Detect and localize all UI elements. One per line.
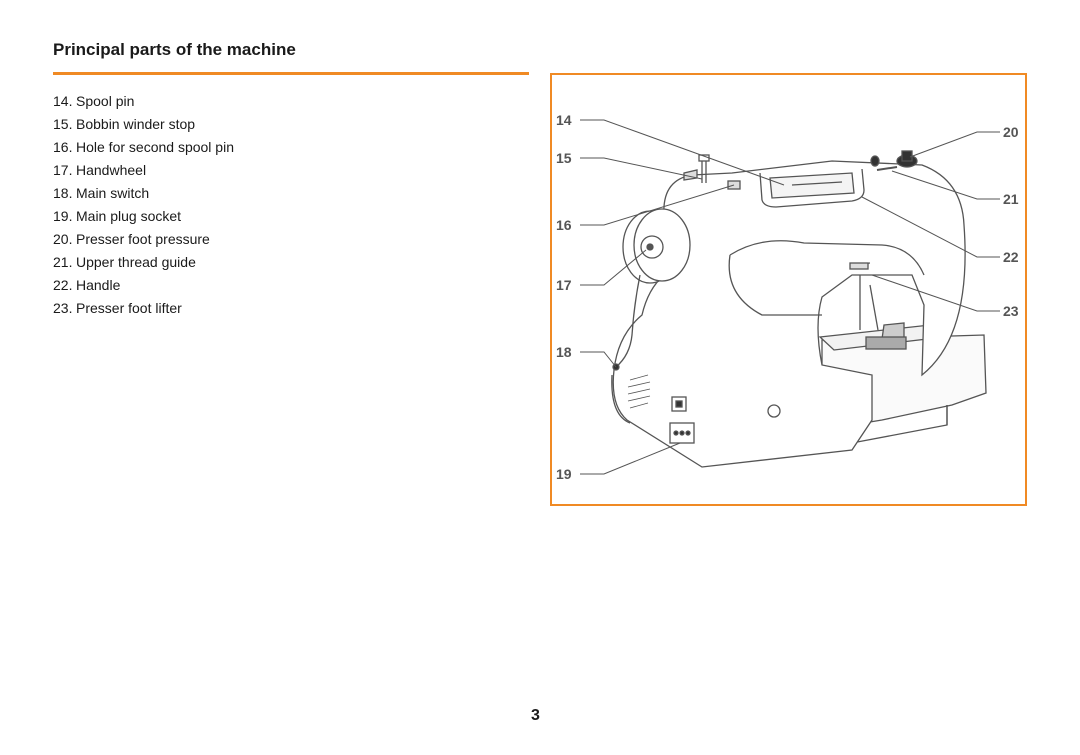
list-item: 22.Handle: [53, 274, 234, 297]
part-label: Presser foot lifter: [76, 300, 182, 316]
callout-18: 18: [556, 344, 572, 360]
list-item: 23.Presser foot lifter: [53, 297, 234, 320]
callout-21: 21: [1003, 191, 1019, 207]
part-label: Handle: [76, 277, 121, 293]
part-number: 14.: [53, 93, 73, 109]
part-label: Presser foot pressure: [76, 231, 210, 247]
callout-22: 22: [1003, 249, 1019, 265]
callout-16: 16: [556, 217, 572, 233]
parts-list: 14.Spool pin 15.Bobbin winder stop 16.Ho…: [53, 90, 234, 320]
list-item: 17.Handwheel: [53, 159, 234, 182]
part-number: 18.: [53, 185, 73, 201]
callout-17: 17: [556, 277, 572, 293]
list-item: 18.Main switch: [53, 182, 234, 205]
part-number: 20.: [53, 231, 73, 247]
part-label: Main switch: [76, 185, 150, 201]
part-number: 22.: [53, 277, 73, 293]
list-item: 14.Spool pin: [53, 90, 234, 113]
part-label: Spool pin: [76, 93, 135, 109]
title-rule: [53, 72, 529, 75]
part-number: 17.: [53, 162, 73, 178]
part-label: Hole for second spool pin: [76, 139, 234, 155]
list-item: 15.Bobbin winder stop: [53, 113, 234, 136]
list-item: 19.Main plug socket: [53, 205, 234, 228]
callout-15: 15: [556, 150, 572, 166]
part-number: 21.: [53, 254, 73, 270]
machine-figure: 14 15 16 17 18 19 20 21 22 23: [550, 73, 1027, 506]
list-item: 21.Upper thread guide: [53, 251, 234, 274]
callout-14: 14: [556, 112, 572, 128]
callout-19: 19: [556, 466, 572, 482]
callout-20: 20: [1003, 124, 1019, 140]
page-number: 3: [531, 707, 540, 724]
part-label: Upper thread guide: [76, 254, 196, 270]
part-label: Main plug socket: [76, 208, 182, 224]
part-number: 23.: [53, 300, 73, 316]
callout-23: 23: [1003, 303, 1019, 319]
part-label: Handwheel: [76, 162, 147, 178]
sewing-machine-illustration: 14 15 16 17 18 19 20 21 22 23: [556, 112, 1019, 482]
page-title: Principal parts of the machine: [53, 40, 296, 59]
list-item: 16.Hole for second spool pin: [53, 136, 234, 159]
list-item: 20.Presser foot pressure: [53, 228, 234, 251]
part-number: 16.: [53, 139, 73, 155]
part-number: 15.: [53, 116, 73, 132]
part-number: 19.: [53, 208, 73, 224]
part-label: Bobbin winder stop: [76, 116, 196, 132]
